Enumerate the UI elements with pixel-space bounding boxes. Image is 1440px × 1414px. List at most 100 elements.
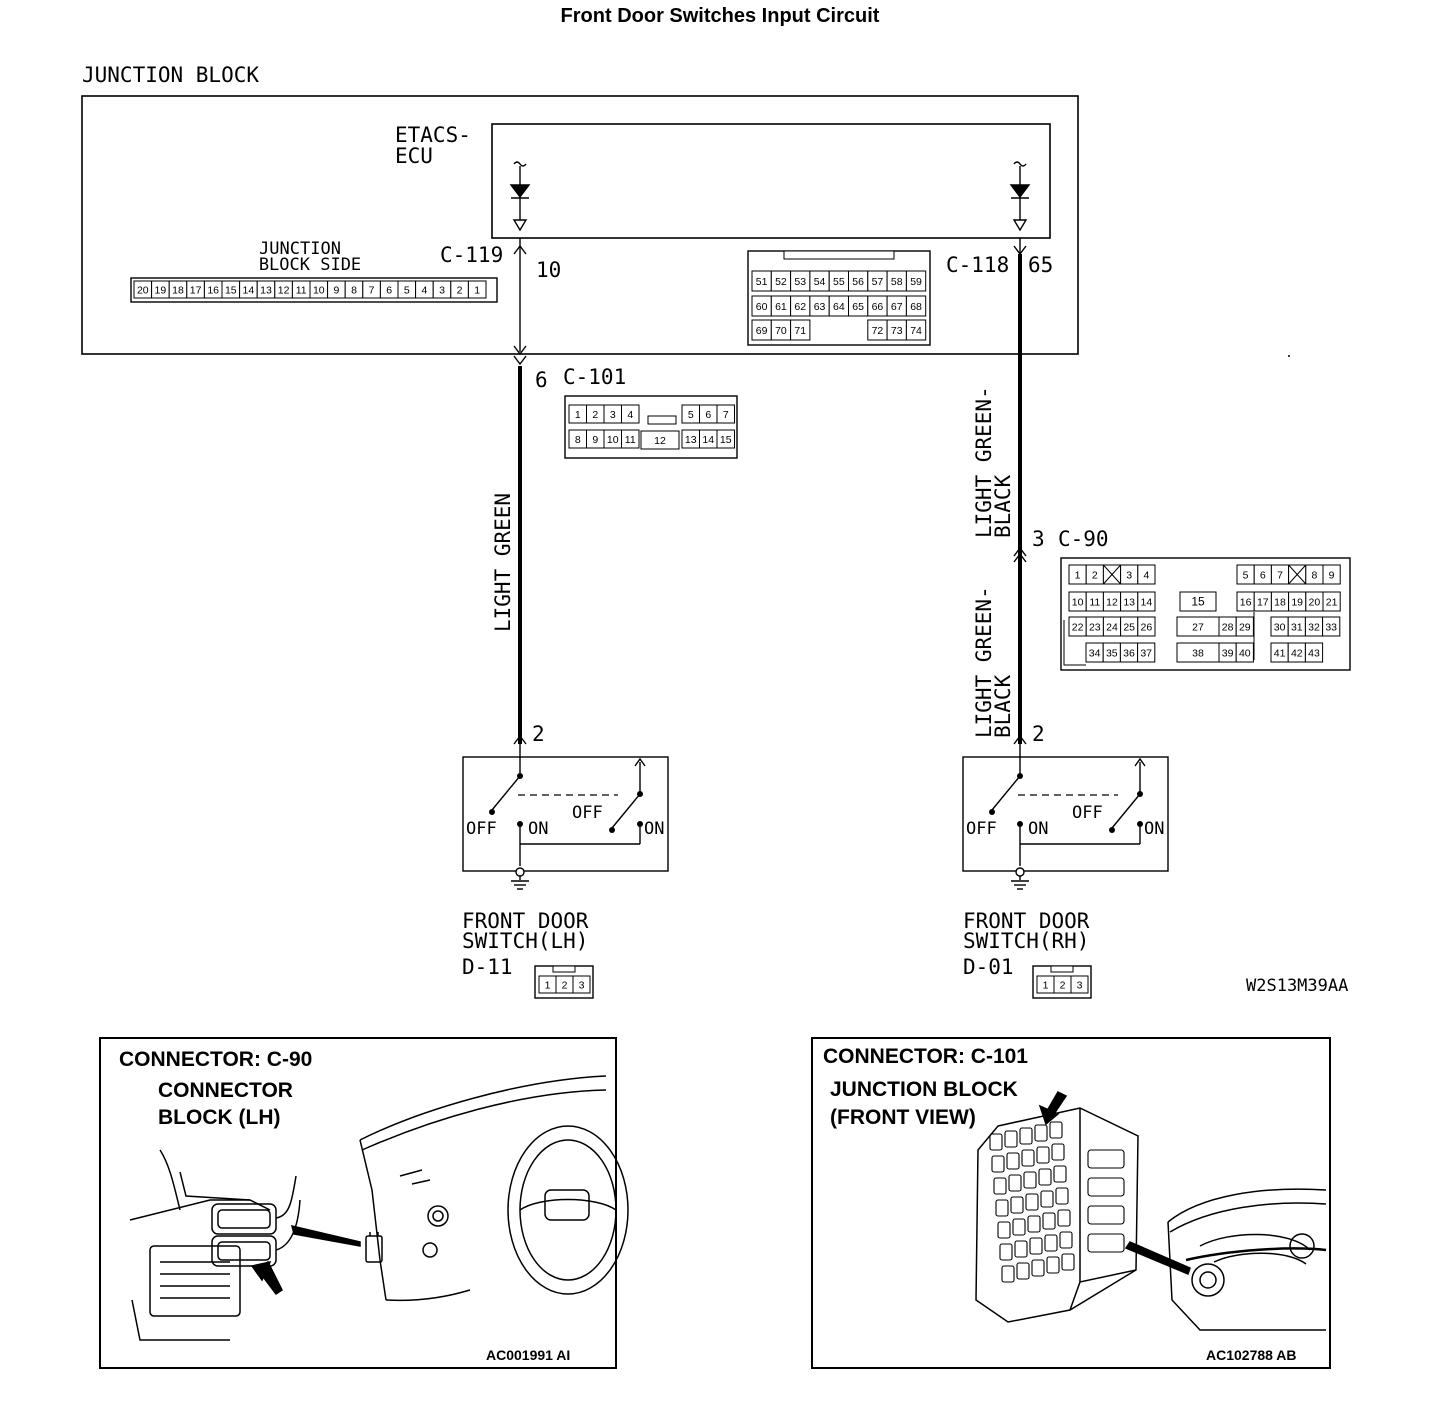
ecu-input-symbol-left: [509, 161, 531, 232]
pin-cell: 12: [274, 280, 293, 299]
right-wire-color-upper-line1: LIGHT GREEN-: [972, 386, 996, 538]
left-wire-color: LIGHT GREEN: [491, 493, 515, 632]
pin-cell: 39: [1218, 642, 1237, 663]
pin-number: 3: [1077, 980, 1083, 992]
diagram-code: W2S13M39AA: [1246, 976, 1348, 996]
pin-cell: 60: [751, 295, 772, 317]
pin-cell: 16: [1236, 591, 1255, 612]
pin-number: 9: [1329, 570, 1335, 582]
lh-switch-id: D-11: [462, 955, 513, 979]
pin-number: 5: [404, 285, 410, 297]
pin-number: 1: [1043, 980, 1049, 992]
pin-number: 11: [296, 285, 307, 297]
c90-pin-label: 3: [1032, 527, 1045, 551]
pin-cell: 15: [221, 280, 241, 299]
pin-cell: 34: [1085, 642, 1104, 663]
ecu-label-line2: ECU: [395, 144, 433, 168]
pin-cell: 74: [905, 319, 927, 341]
pin-number: 15: [1191, 595, 1205, 609]
pin-number: 13: [260, 285, 272, 297]
pin-cell: 3: [1070, 975, 1089, 994]
pin-cell: 37: [1137, 642, 1156, 663]
pin-number: 29: [1239, 622, 1251, 634]
pin-number: 7: [1277, 570, 1283, 582]
etacs-ecu-box: [491, 123, 1051, 239]
pin-number: 8: [351, 285, 357, 297]
pin-number: 71: [794, 325, 806, 337]
pin-number: 1: [1075, 570, 1081, 582]
pin-cell-blank: [1102, 564, 1122, 585]
pin-cell: 7: [1270, 564, 1290, 585]
pin-number: 8: [575, 434, 581, 446]
switch-on-label: ON: [644, 819, 664, 839]
pin-number: 57: [872, 276, 884, 288]
pin-number: 3: [579, 980, 585, 992]
pin-cell: 18: [168, 280, 188, 299]
pin-cell: 28: [1218, 616, 1237, 637]
pin-number: 14: [243, 285, 255, 297]
pin-cell: 32: [1304, 616, 1324, 637]
pin-cell: 21: [1322, 591, 1341, 612]
pin-number: 12: [1106, 597, 1118, 609]
pin-number: 23: [1089, 622, 1101, 634]
page-title: Front Door Switches Input Circuit: [561, 5, 880, 27]
pin-number: 3: [1126, 570, 1132, 582]
pin-cell: 68: [905, 295, 927, 317]
c101-panel-sub-line1: JUNCTION BLOCK: [830, 1078, 1018, 1101]
pin-cell: 14: [239, 280, 258, 299]
c90-panel-sub-line1: CONNECTOR: [158, 1079, 293, 1102]
pin-number: 62: [794, 301, 806, 313]
pin-cell: 40: [1235, 642, 1254, 663]
pin-cell: 3: [603, 404, 622, 424]
lh-switch-name-line1: FRONT DOOR: [462, 909, 589, 933]
pin-cell: 7: [362, 280, 381, 299]
pin-number: 12: [278, 285, 290, 297]
pin-cell: 10: [603, 429, 622, 449]
pin-number: 6: [1260, 570, 1266, 582]
c101-panel-code: AC102788 AB: [1206, 1347, 1297, 1363]
pin-cell: 31: [1287, 616, 1306, 637]
pin-cell: 17: [186, 280, 205, 299]
pin-number: 63: [814, 301, 826, 313]
pin-cell: 6: [379, 280, 399, 299]
pin-number: 42: [1291, 648, 1303, 660]
pin-number: 54: [814, 276, 826, 288]
pin-cell: 19: [1288, 591, 1307, 612]
pin-cell: 52: [770, 270, 792, 292]
pin-number: 39: [1222, 648, 1234, 660]
pin-cell: 63: [809, 295, 830, 317]
pin-cell: 13: [681, 429, 700, 449]
pin-cell: 69: [751, 319, 772, 341]
pin-cell: 20: [1305, 591, 1324, 612]
c101-label: C-101: [563, 365, 626, 389]
pin-cell-blank: [1288, 564, 1307, 585]
rh-switch-id: D-01: [963, 955, 1014, 979]
pin-number: 14: [1141, 597, 1153, 609]
pin-cell: 58: [886, 270, 907, 292]
c119-pin-label: 10: [536, 258, 561, 282]
pin-number: 18: [172, 285, 184, 297]
pin-cell: 14: [699, 429, 718, 449]
pin-cell: 5: [681, 404, 700, 424]
switch-off-label: OFF: [572, 803, 603, 823]
switch-on-label: ON: [1144, 819, 1164, 839]
pin-cell: 3: [432, 280, 452, 299]
pin-number: 38: [1192, 648, 1204, 660]
pin-cell: 14: [1137, 591, 1156, 612]
pin-cell: 16: [203, 280, 223, 299]
pin-number: 43: [1308, 648, 1320, 660]
c101-pin-label: 6: [535, 368, 548, 392]
pin-cell: 17: [1253, 591, 1272, 612]
pin-number: 16: [1240, 597, 1252, 609]
pin-number: 37: [1140, 648, 1152, 660]
pin-cell: 4: [621, 404, 640, 424]
pin-number: 10: [1072, 597, 1084, 609]
pin-cell: 42: [1287, 642, 1306, 663]
pin-cell: 5: [397, 280, 417, 299]
pin-cell: 8: [1305, 564, 1324, 585]
